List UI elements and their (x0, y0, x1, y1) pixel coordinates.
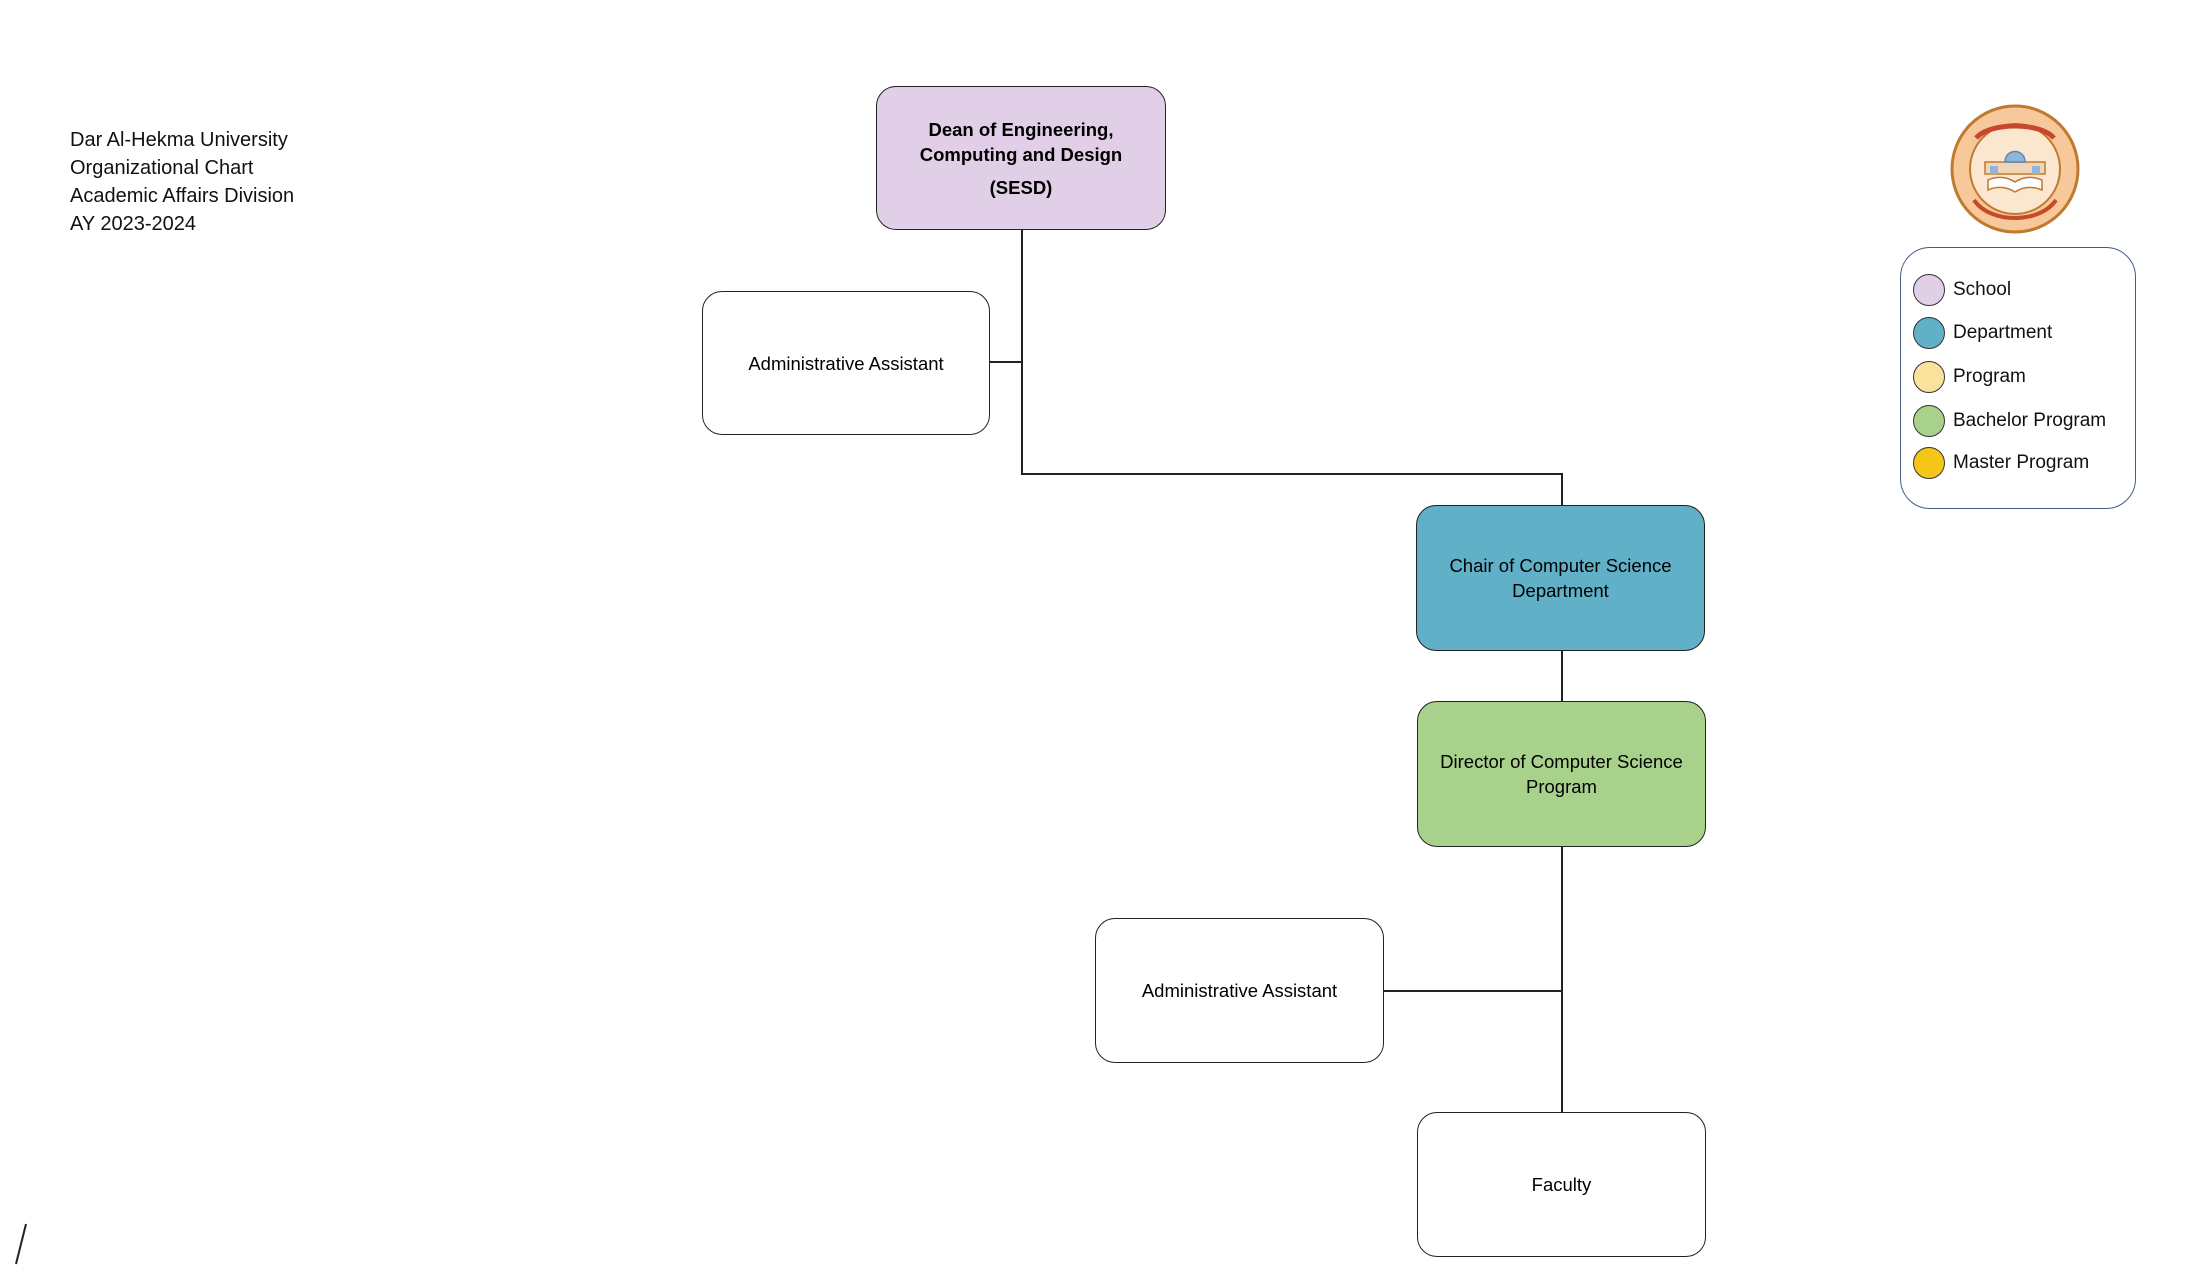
node-chair-label: Chair of Computer Science Department (1449, 555, 1672, 601)
chart-header: Dar Al-Hekma University Organizational C… (70, 126, 294, 238)
legend-label-program: Program (1953, 366, 2026, 387)
node-faculty-label: Faculty (1531, 1174, 1592, 1195)
legend-label-master-program: Master Program (1953, 452, 2090, 473)
node-chair: Chair of Computer Science Department (1416, 505, 1705, 651)
legend-item-department: Department (1913, 315, 2052, 351)
legend: School Department Program Bachelor Progr… (1900, 247, 2136, 509)
node-admin-assistant-program: Administrative Assistant (1095, 918, 1384, 1063)
legend-item-school: School (1913, 272, 2011, 308)
node-dean: Dean of Engineering, Computing and Desig… (876, 86, 1166, 230)
legend-label-bachelor-program: Bachelor Program (1953, 410, 2107, 431)
division-name: Academic Affairs Division (70, 185, 295, 207)
legend-label-department: Department (1953, 322, 2053, 343)
legend-swatch-school (1913, 274, 1945, 306)
legend-swatch-department (1913, 317, 1945, 349)
node-admin-assistant-dean: Administrative Assistant (702, 291, 990, 435)
connector-dean-to-chair (1021, 230, 1563, 505)
node-admin-assistant-program-label: Administrative Assistant (1141, 980, 1338, 1001)
node-director: Director of Computer Science Program (1417, 701, 1706, 847)
node-director-label: Director of Computer Science Program (1440, 751, 1683, 797)
node-dean-title: Dean of Engineering, Computing and Desig… (919, 118, 1123, 165)
node-admin-assistant-dean-label: Administrative Assistant (748, 352, 944, 374)
legend-label-school: School (1953, 279, 2012, 300)
corner-stroke-mark (15, 1223, 27, 1265)
chart-title: Organizational Chart (70, 157, 254, 179)
node-dean-subtitle: (SESD) (989, 176, 1053, 198)
legend-item-bachelor-program: Bachelor Program (1913, 403, 2106, 439)
legend-item-master-program: Master Program (1913, 445, 2089, 481)
academic-year: AY 2023-2024 (70, 213, 197, 235)
legend-swatch-master-program (1913, 447, 1945, 479)
legend-swatch-program (1913, 361, 1945, 393)
node-faculty: Faculty (1417, 1112, 1706, 1257)
university-seal-icon (1950, 104, 2080, 234)
legend-swatch-bachelor-program (1913, 405, 1945, 437)
university-name: Dar Al-Hekma University (70, 129, 288, 151)
legend-item-program: Program (1913, 359, 2026, 395)
